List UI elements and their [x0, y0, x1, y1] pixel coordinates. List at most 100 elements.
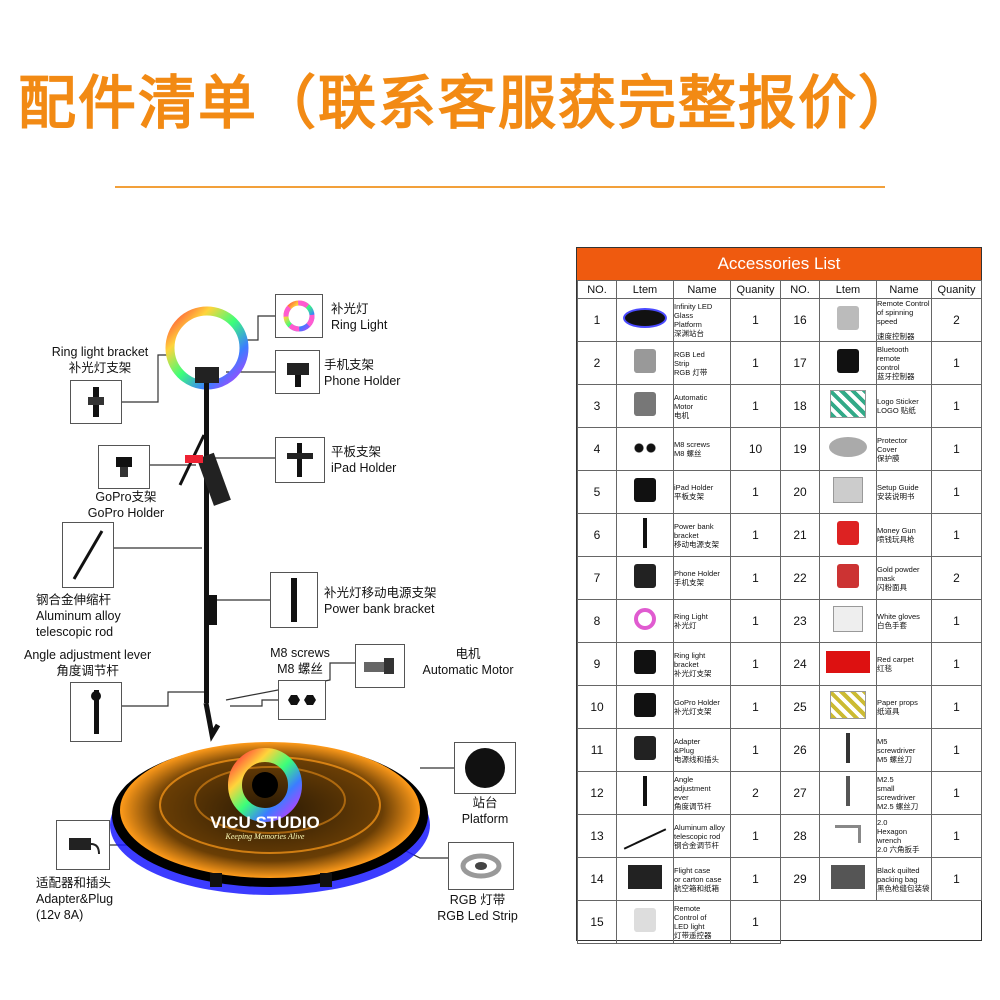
callout-ring-light-cn: 补光灯 [331, 302, 369, 316]
item-name-line: screwdriver [877, 793, 916, 802]
item-quantity: 1 [730, 513, 781, 557]
item-name-line: 喷钱玩具枪 [877, 535, 915, 544]
item-quantity: 1 [730, 599, 781, 643]
item-quantity: 2 [730, 771, 781, 815]
callout-gopro: GoPro支架 GoPro Holder [66, 489, 186, 521]
item-name-line: 钢合金调节杆 [674, 840, 720, 850]
item-image-cell [819, 513, 877, 557]
item-quantity: 1 [730, 470, 781, 514]
accessories-table-title: Accessories List [577, 248, 981, 280]
item-number: 22 [780, 556, 820, 600]
item-quantity: 1 [931, 685, 982, 729]
item-name-line: Ring light [674, 650, 706, 660]
telescopic-rod-icon [623, 828, 667, 850]
item-image-cell [616, 384, 674, 428]
item-number: 18 [780, 384, 820, 428]
item-quantity: 1 [730, 384, 781, 428]
callout-adapter-en1: Adapter&Plug [36, 892, 114, 906]
callout-m8: M8 screws M8 螺丝 [258, 645, 342, 677]
item-name-line: 速度控制器 [877, 332, 915, 341]
callout-ring-bracket-cn: 补光灯支架 [68, 361, 132, 375]
item-name-line: LOGO 贴纸 [877, 406, 916, 415]
item-name-line: or carton case [674, 874, 722, 884]
page-title: 配件清单（联系客服获完整报价） [18, 69, 919, 137]
gloves-icon [833, 605, 863, 632]
item-number: 25 [780, 685, 820, 729]
item-image-cell [616, 427, 674, 471]
item-quantity: 1 [931, 470, 982, 514]
item-number: 23 [780, 599, 820, 643]
item-image-cell [616, 556, 674, 600]
item-number: 2 [577, 341, 617, 385]
item-quantity: 1 [931, 427, 982, 471]
phone-mount [195, 367, 219, 383]
callout-angle-lever-en: Angle adjustment lever [24, 648, 152, 662]
gopro-holder-thumb [98, 445, 150, 489]
item-number: 20 [780, 470, 820, 514]
item-image-cell [616, 341, 674, 385]
item-name-line: M5 [877, 736, 888, 746]
flight-case-icon [628, 864, 662, 889]
item-name-line: Aluminum alloy [674, 822, 725, 832]
item-name-line: Glass [674, 311, 694, 320]
item-name-line: M2.5 [877, 775, 894, 784]
item-number: 12 [577, 771, 617, 815]
item-number: 28 [780, 814, 820, 858]
ipad-holder-icon [634, 477, 656, 502]
callout-m8-en: M8 screws [270, 646, 330, 660]
item-name-line: 安装说明书 [877, 492, 915, 501]
logo-main-text: VICU STUDIO [210, 813, 320, 832]
callout-telescopic-en2: telescopic rod [36, 625, 114, 639]
item-number: 24 [780, 642, 820, 686]
item-quantity: 1 [931, 599, 982, 643]
empty-cell [876, 900, 932, 944]
led-remote-icon [634, 907, 656, 932]
item-name-line: M5 螺丝刀 [877, 754, 913, 764]
item-name-line: M8 screws [674, 440, 710, 449]
item-quantity: 1 [931, 814, 982, 858]
item-name-line: Power bank [674, 521, 714, 531]
rgb-strip-thumb [448, 842, 514, 890]
item-name-line: M2.5 螺丝刀 [877, 802, 919, 811]
item-image-cell [819, 642, 877, 686]
phone-holder-icon [634, 563, 656, 588]
item-image-cell [819, 728, 877, 772]
item-name-line: Ring Light [674, 612, 708, 621]
item-name-line: packing bag [877, 874, 918, 884]
item-name-line: Protector [877, 435, 908, 445]
ring-bracket-icon [634, 649, 656, 674]
item-image-cell [616, 728, 674, 772]
item-name-line: screwdriver [877, 745, 916, 755]
led-strip-icon [634, 348, 656, 373]
item-name-line: Strip [674, 358, 690, 368]
col-header: Quanity [931, 280, 982, 299]
item-name-line: 黑色枪缝包装袋 [877, 883, 930, 893]
telescopic-pole [178, 383, 231, 742]
item-name-line: RGB Led [674, 349, 705, 359]
item-number: 1 [577, 298, 617, 342]
item-image-cell [616, 771, 674, 815]
col-header: Ltem [819, 280, 877, 299]
item-name-line: 闪粉面具 [877, 582, 908, 592]
item-number: 13 [577, 814, 617, 858]
ring-light-thumb [275, 294, 323, 338]
callout-telescopic-en1: Aluminum alloy [36, 609, 121, 623]
